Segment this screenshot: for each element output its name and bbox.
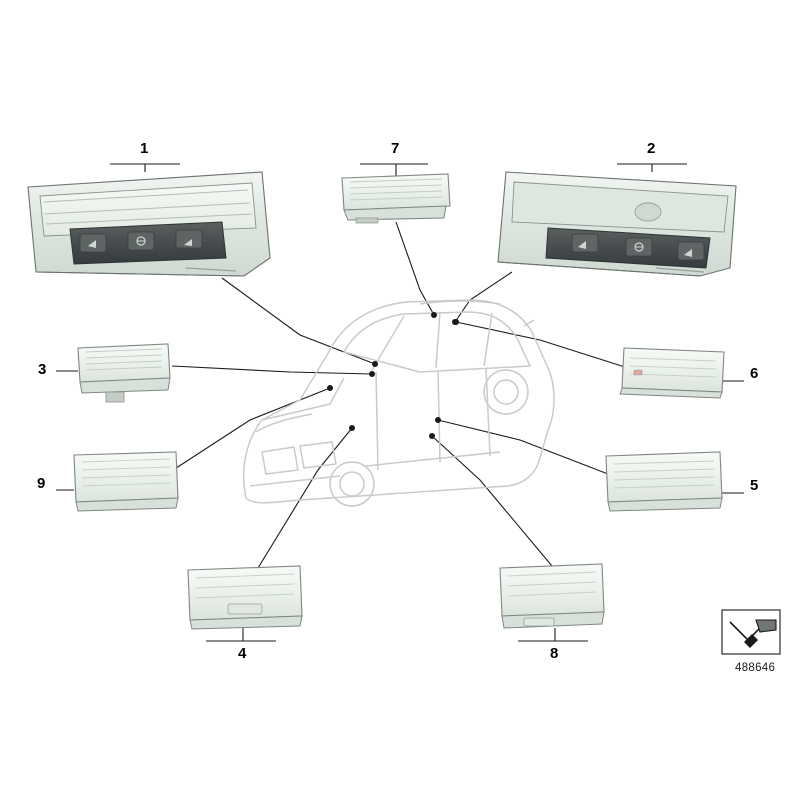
leader-line-1 [221,277,376,365]
dot-1 [372,361,378,367]
vehicle-outline [243,299,555,507]
part-7-rear-roof-light[interactable] [341,173,451,224]
callout-label-3: 3 [38,361,47,378]
dot-4 [349,425,355,431]
leader-lines [56,163,744,642]
part-6-lens-marker [633,369,643,376]
dot-7 [431,312,437,318]
grille-right [299,441,337,469]
part-7-connector [355,217,379,224]
switch-2-glyph-left [578,241,586,249]
direction-arrow-icon [721,609,781,655]
part-4-lens-panel [227,603,263,615]
part-5-door-light[interactable] [605,451,723,512]
switch-glyph-left [88,240,96,248]
front-wheel-inner [339,471,365,497]
dot-5 [435,417,441,423]
callout-label-7: 7 [391,140,400,157]
callout-label-9: 9 [37,475,46,492]
hood-line [261,377,345,421]
dot-6 [453,319,459,325]
dot-8 [429,433,435,439]
rear-wheel [483,369,529,415]
part-6-luggage-compartment-light[interactable] [619,347,725,399]
callout-label-8: 8 [550,645,559,662]
drawing-number: 488646 [735,662,776,674]
dot-9 [327,385,333,391]
leader-line-8 [431,435,553,567]
dot-3 [369,371,375,377]
c-pillar [483,312,493,367]
leader-line-2 [454,271,513,323]
callout-label-4: 4 [238,645,247,662]
grille-left [261,446,299,475]
part-2-front-roof-light-assembly[interactable] [497,171,737,277]
connection-dots [327,312,459,439]
door-line-mid [437,369,441,463]
front-fender-line [255,413,313,433]
b-pillar [435,311,441,369]
callout-label-1: 1 [140,140,149,157]
part-3-reading-light[interactable] [77,343,171,403]
front-skirt [249,475,341,487]
sill-line [365,451,501,467]
windshield-edge [371,315,405,371]
car-glass-path [343,311,531,373]
car-body-path [243,299,555,504]
part-9-footwell-light[interactable] [73,451,179,512]
leader-line-5 [437,419,609,475]
door-line-front [375,371,379,471]
part-8-footwell-light[interactable] [499,563,605,629]
switch-1-right [175,229,203,249]
callout-label-6: 6 [750,365,759,382]
callout-label-5: 5 [750,477,759,494]
callout-label-2: 2 [647,140,656,157]
leader-line-9 [169,387,331,473]
part-4-footwell-light[interactable] [187,565,303,630]
part-8-lens-panel [523,617,555,627]
front-wheel [329,461,375,507]
rear-wheel-inner [493,379,519,405]
switch-2-glyph-right [684,249,692,257]
part-2-sensor-dome [634,202,662,222]
leader-line-6 [455,321,629,369]
mirror-line [523,319,535,327]
switch-glyph-right [184,239,192,246]
part-1-front-roof-light-assembly[interactable] [27,171,271,277]
leader-line-4 [257,427,353,569]
leader-line-7 [395,221,435,316]
leader-line-3 [171,365,373,375]
roof-line [419,300,501,305]
part-3-connector [105,391,125,403]
